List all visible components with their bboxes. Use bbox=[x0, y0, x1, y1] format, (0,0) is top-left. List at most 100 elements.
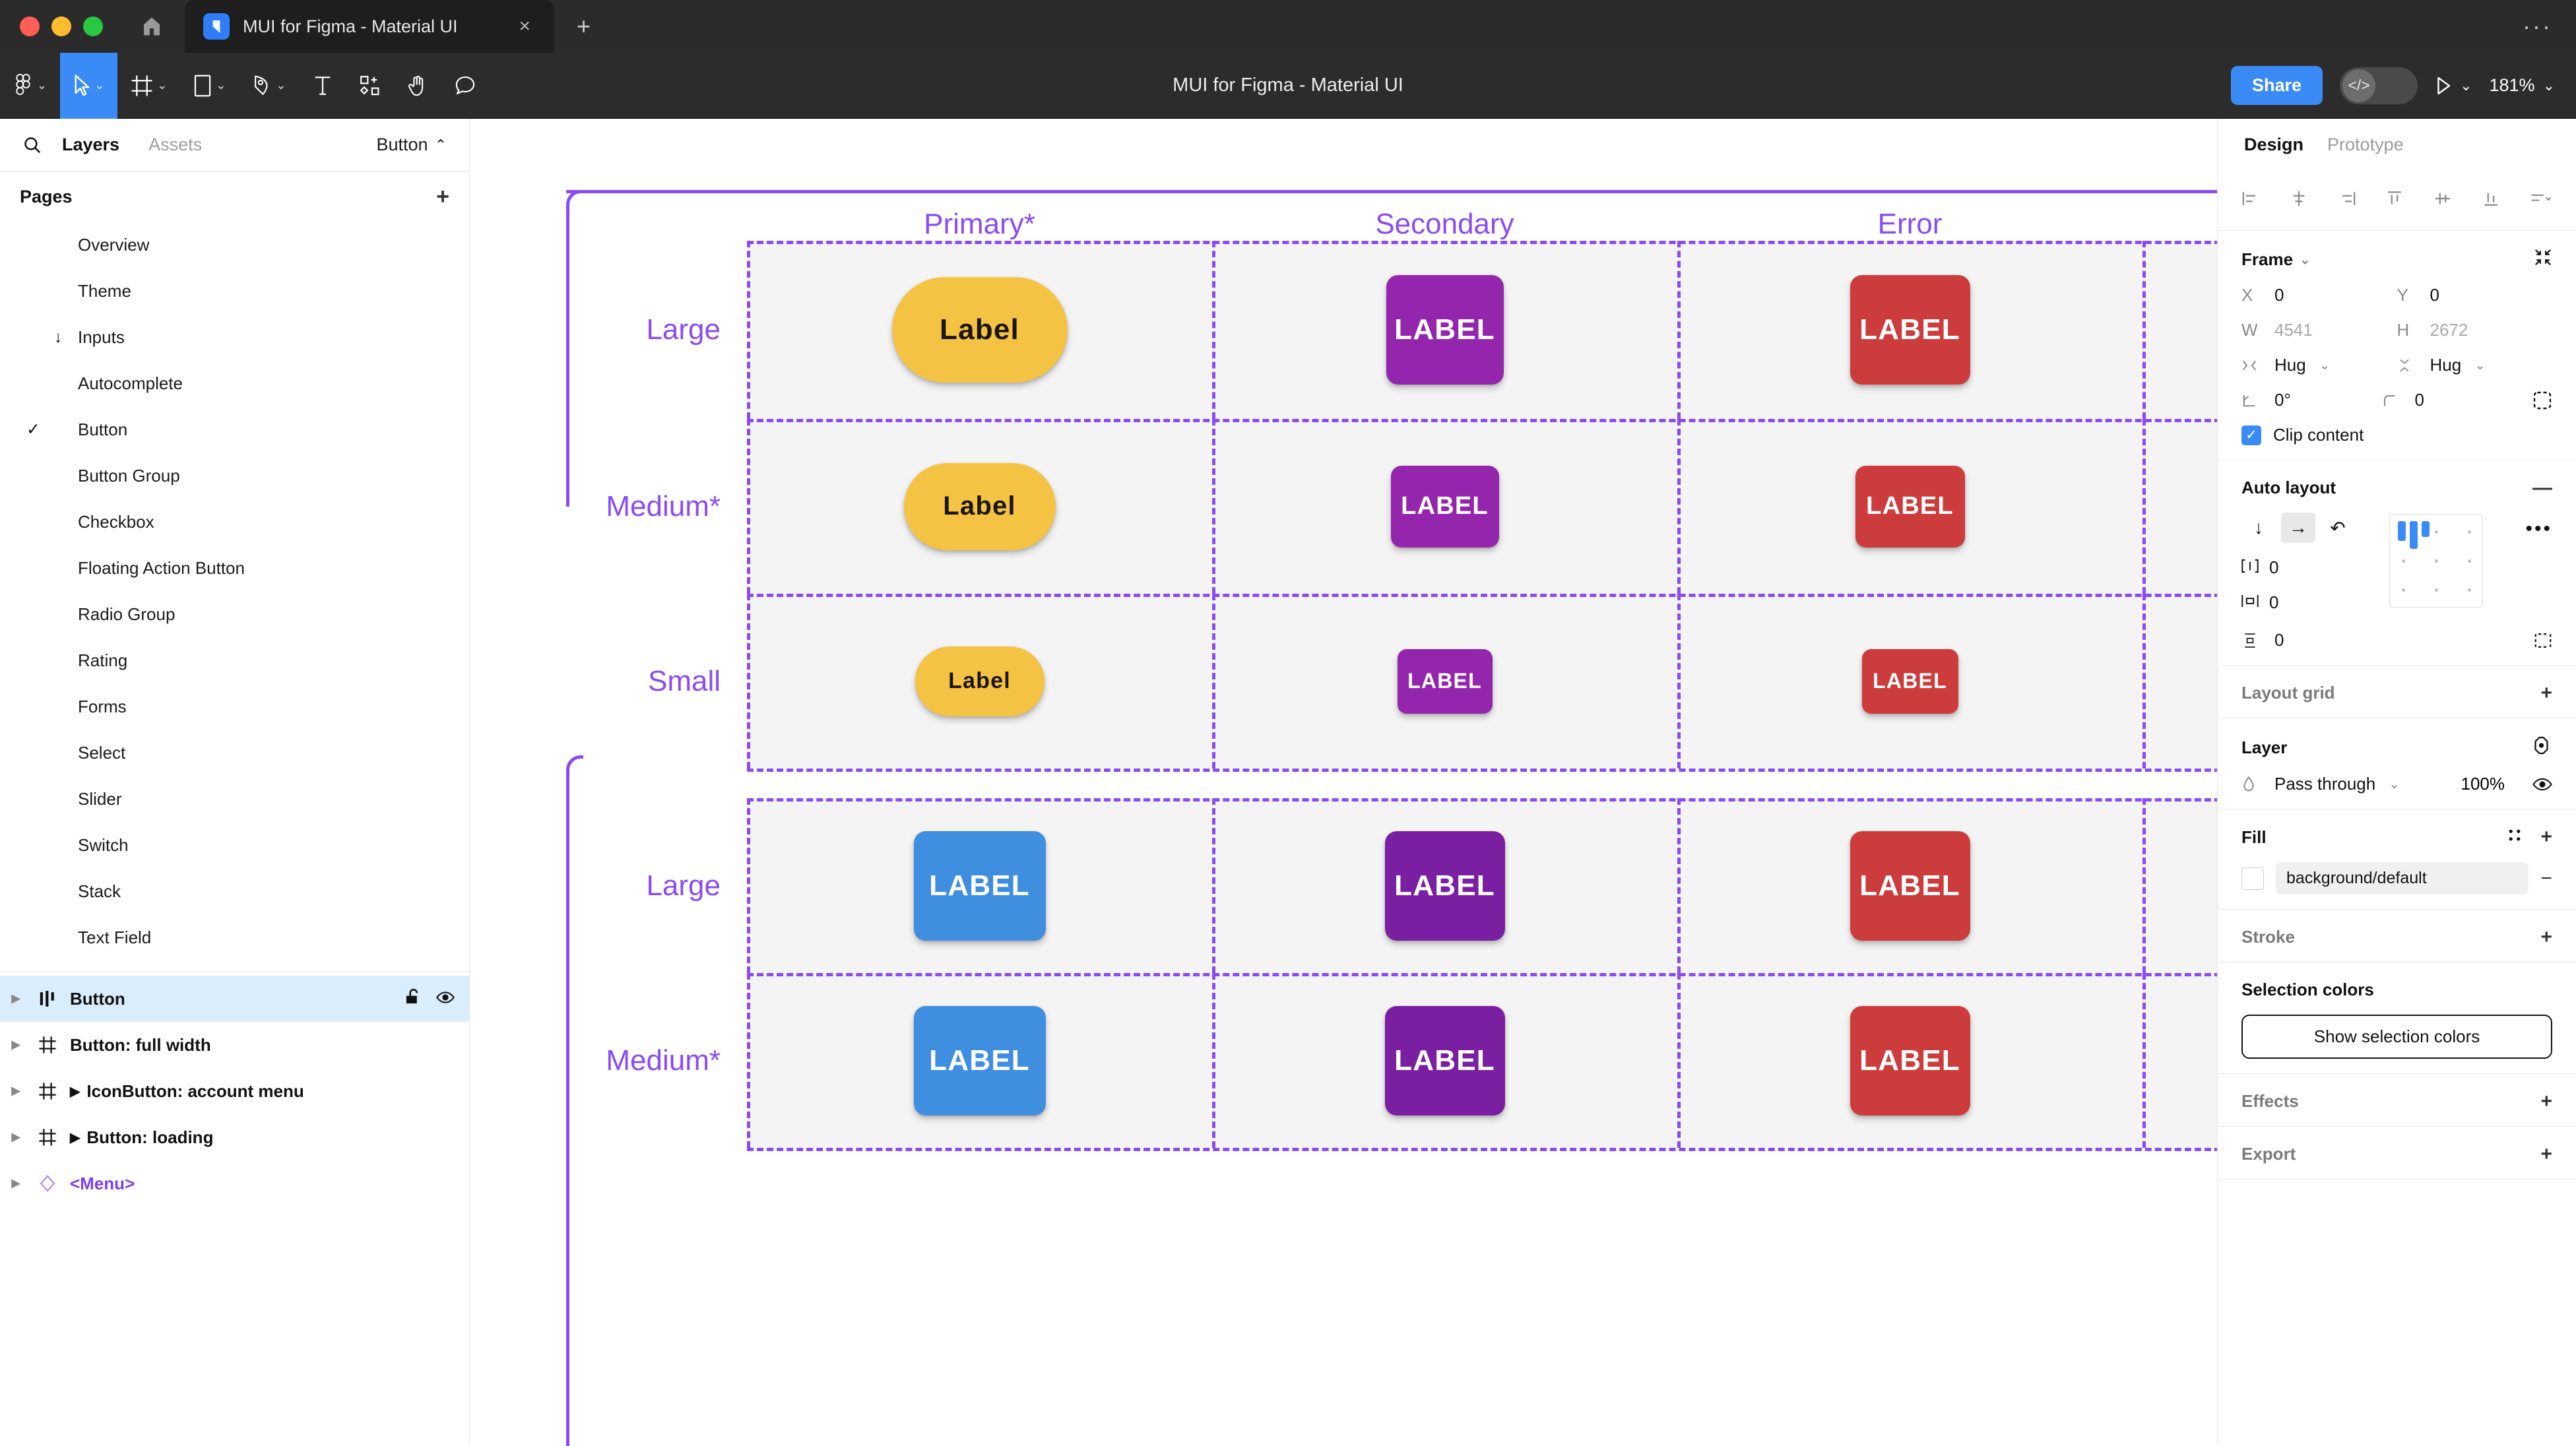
page-item[interactable]: Checkbox bbox=[0, 499, 469, 545]
zoom-control[interactable]: 181% ⌄ bbox=[2490, 75, 2556, 96]
present-button[interactable]: ⌄ bbox=[2435, 76, 2472, 96]
layer-styles-icon[interactable] bbox=[2532, 736, 2552, 759]
align-bottom-icon[interactable] bbox=[2482, 189, 2500, 211]
frame-hug-width-field[interactable]: Hug ⌄ bbox=[2241, 355, 2397, 375]
page-item[interactable]: Radio Group bbox=[0, 591, 469, 637]
layout-wrap-icon[interactable]: ↶ bbox=[2330, 517, 2346, 538]
mui-button[interactable]: LABEL bbox=[1850, 1005, 1970, 1116]
new-tab-button[interactable]: + bbox=[577, 13, 591, 40]
frame-w-field[interactable]: W 4541 bbox=[2241, 320, 2397, 340]
mui-button[interactable]: Label bbox=[903, 462, 1056, 550]
close-window-button[interactable] bbox=[20, 16, 40, 36]
mui-button[interactable]: LABEL bbox=[1861, 648, 1958, 714]
layer-item[interactable]: ▶Button: full width bbox=[0, 1022, 469, 1068]
browser-menu-button[interactable]: ··· bbox=[2523, 13, 2552, 40]
page-item[interactable]: Button Group bbox=[0, 453, 469, 499]
pen-tool-icon[interactable]: ⌄ bbox=[239, 53, 299, 119]
add-layout-grid-button[interactable]: + bbox=[2540, 681, 2552, 704]
remove-auto-layout-button[interactable]: — bbox=[2532, 476, 2552, 499]
layer-expand-caret[interactable]: ▶ bbox=[11, 1084, 20, 1097]
mui-button[interactable]: LABEL bbox=[1390, 465, 1499, 548]
page-item[interactable]: ↓Inputs bbox=[0, 314, 469, 360]
frame-corner-radius-field[interactable]: 0 bbox=[2382, 390, 2523, 410]
design-canvas[interactable]: Contained Primary*SecondaryErrorWarningL… bbox=[470, 119, 2217, 1446]
align-top-icon[interactable] bbox=[2385, 189, 2404, 211]
page-item[interactable]: Slider bbox=[0, 776, 469, 822]
fill-style-name[interactable]: background/default bbox=[2276, 862, 2529, 895]
tab-prototype[interactable]: Prototype bbox=[2327, 134, 2404, 154]
layer-item[interactable]: ▶▶Button: loading bbox=[0, 1114, 469, 1160]
auto-layout-hpadding-field[interactable]: 0 bbox=[2241, 592, 2380, 613]
auto-layout-padding-sides-button[interactable] bbox=[2522, 631, 2552, 650]
shape-tool-icon[interactable]: ⌄ bbox=[180, 53, 239, 119]
text-tool-icon[interactable] bbox=[299, 53, 346, 119]
layer-expand-caret[interactable]: ▶ bbox=[11, 1131, 20, 1143]
home-button[interactable] bbox=[119, 0, 185, 53]
page-item[interactable]: Switch bbox=[0, 822, 469, 868]
fill-color-swatch[interactable] bbox=[2241, 867, 2264, 890]
resize-to-fit-icon[interactable] bbox=[2534, 248, 2552, 270]
layer-children-caret[interactable]: ▶ bbox=[70, 1130, 80, 1145]
dev-mode-toggle[interactable]: </> bbox=[2340, 67, 2418, 104]
tab-layers[interactable]: Layers bbox=[62, 135, 120, 154]
frame-y-field[interactable]: Y 0 bbox=[2397, 285, 2553, 305]
mui-button[interactable]: LABEL bbox=[1850, 275, 1970, 385]
auto-layout-alignment-pad[interactable] bbox=[2389, 514, 2483, 608]
resources-tool-icon[interactable] bbox=[346, 53, 394, 119]
layer-expand-caret[interactable]: ▶ bbox=[11, 1038, 20, 1051]
move-tool-icon[interactable]: ⌄ bbox=[60, 52, 118, 119]
tab-design[interactable]: Design bbox=[2244, 134, 2304, 154]
add-effect-button[interactable]: + bbox=[2540, 1090, 2552, 1112]
toggle-layer-visibility-button[interactable] bbox=[2522, 776, 2552, 792]
mui-button[interactable]: LABEL bbox=[913, 831, 1046, 941]
fill-styles-icon[interactable] bbox=[2506, 827, 2523, 848]
page-item[interactable]: Rating bbox=[0, 637, 469, 683]
align-right-icon[interactable] bbox=[2338, 189, 2356, 211]
browser-tab[interactable]: MUI for Figma - Material UI × bbox=[185, 0, 554, 53]
frame-hug-height-field[interactable]: Hug ⌄ bbox=[2397, 355, 2553, 375]
add-stroke-button[interactable]: + bbox=[2540, 926, 2552, 948]
maximize-window-button[interactable] bbox=[83, 16, 103, 36]
close-tab-button[interactable]: × bbox=[519, 15, 531, 37]
page-item[interactable]: Text Field bbox=[0, 914, 469, 960]
layer-item[interactable]: ▶<Menu> bbox=[0, 1160, 469, 1207]
mui-button[interactable]: LABEL bbox=[1386, 275, 1504, 385]
page-item[interactable]: Floating Action Button bbox=[0, 545, 469, 591]
align-horizontal-center-icon[interactable] bbox=[2290, 189, 2308, 211]
add-page-button[interactable]: + bbox=[436, 184, 449, 209]
frame-tool-icon[interactable]: ⌄ bbox=[117, 53, 180, 119]
mui-button[interactable]: Label bbox=[915, 646, 1045, 716]
layer-expand-caret[interactable]: ▶ bbox=[11, 992, 20, 1005]
layer-children-caret[interactable]: ▶ bbox=[70, 1084, 80, 1099]
page-item[interactable]: Select bbox=[0, 730, 469, 776]
chevron-down-icon[interactable]: ⌄ bbox=[2300, 252, 2311, 267]
mui-button[interactable]: LABEL bbox=[1397, 648, 1493, 714]
frame-x-field[interactable]: X 0 bbox=[2241, 285, 2397, 305]
page-item[interactable]: Overview bbox=[0, 222, 469, 268]
layout-direction-horizontal-icon[interactable]: → bbox=[2281, 513, 2315, 543]
comment-tool-icon[interactable] bbox=[441, 53, 489, 119]
layer-item[interactable]: ▶Button bbox=[0, 976, 469, 1022]
mui-button[interactable]: LABEL bbox=[1850, 831, 1970, 941]
clip-content-checkbox[interactable]: ✓ bbox=[2241, 425, 2261, 445]
mui-button[interactable]: LABEL bbox=[913, 1005, 1046, 1116]
show-selection-colors-button[interactable]: Show selection colors bbox=[2241, 1015, 2552, 1059]
minimize-window-button[interactable] bbox=[51, 16, 71, 36]
component-selector[interactable]: Button ⌃ bbox=[377, 135, 453, 155]
share-button[interactable]: Share bbox=[2231, 66, 2323, 105]
align-vertical-center-icon[interactable] bbox=[2433, 189, 2452, 211]
page-item[interactable]: ✓Button bbox=[0, 406, 469, 453]
auto-layout-gap-field[interactable]: 0 bbox=[2241, 557, 2380, 578]
add-fill-button[interactable]: + bbox=[2540, 826, 2552, 848]
eye-icon[interactable] bbox=[436, 989, 455, 1009]
page-item[interactable]: Autocomplete bbox=[0, 360, 469, 406]
layer-opacity-value[interactable]: 100% bbox=[2461, 774, 2505, 794]
tab-assets[interactable]: Assets bbox=[148, 135, 203, 154]
search-icon[interactable] bbox=[17, 136, 48, 154]
mui-button[interactable]: LABEL bbox=[1384, 831, 1505, 941]
independent-corners-button[interactable] bbox=[2522, 391, 2552, 410]
add-export-button[interactable]: + bbox=[2540, 1143, 2552, 1165]
layer-blend-mode-field[interactable]: Pass through ⌄ bbox=[2241, 774, 2461, 794]
page-item[interactable]: Forms bbox=[0, 683, 469, 730]
frame-h-field[interactable]: H 2672 bbox=[2397, 320, 2553, 340]
